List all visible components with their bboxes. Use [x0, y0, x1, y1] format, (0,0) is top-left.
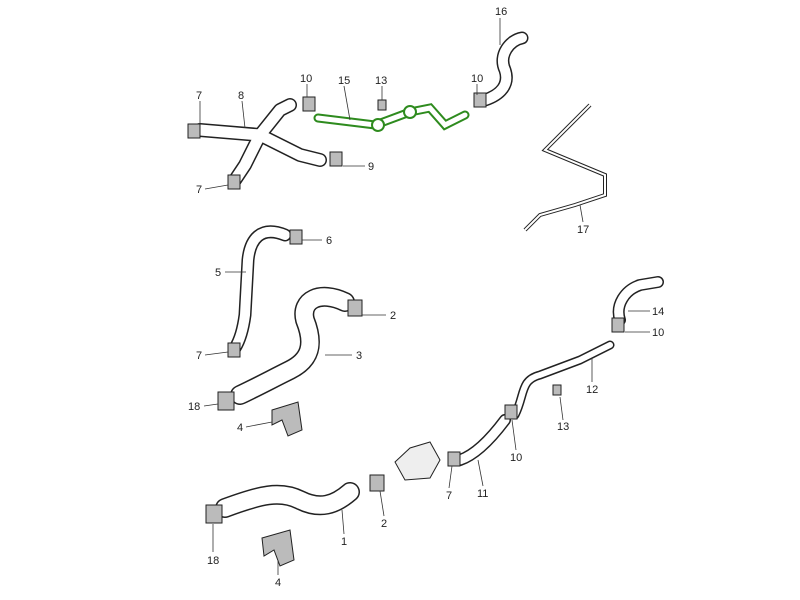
callout-10: 10 [300, 73, 312, 85]
part-15-pipe-highlighted[interactable] [313, 103, 470, 132]
callout-4: 4 [237, 422, 243, 434]
part-3-hose[interactable] [230, 286, 355, 405]
thermostat-housing[interactable] [394, 441, 441, 481]
callout-3: 3 [356, 350, 362, 362]
callout-15: 15 [338, 75, 350, 87]
callout-7: 7 [196, 90, 202, 102]
part-1-hose[interactable] [215, 482, 360, 518]
callout-13: 13 [557, 421, 569, 433]
callout-7: 7 [446, 490, 452, 502]
callout-18: 18 [207, 555, 219, 567]
part-17-pipe[interactable] [523, 103, 607, 232]
callout-14: 14 [652, 306, 664, 318]
callout-7: 7 [196, 184, 202, 196]
callout-12: 12 [586, 384, 598, 396]
callout-labels: 16 15 13 10 10 7 8 9 7 17 6 5 2 3 7 14 1… [188, 6, 664, 589]
callout-8: 8 [238, 90, 244, 102]
callout-2: 2 [390, 310, 396, 322]
callout-6: 6 [326, 235, 332, 247]
hose-clamps [187, 92, 625, 567]
leader-lines [199, 18, 650, 575]
part-8-y-hose[interactable] [193, 98, 327, 187]
callout-13: 13 [375, 75, 387, 87]
callout-18: 18 [188, 401, 200, 413]
callout-10: 10 [471, 73, 483, 85]
callout-10: 10 [510, 452, 522, 464]
callout-16: 16 [495, 6, 507, 18]
callout-7: 7 [196, 350, 202, 362]
callout-1: 1 [341, 536, 347, 548]
part-14-hose[interactable] [612, 276, 664, 326]
callout-17: 17 [577, 224, 589, 236]
part-16-hose[interactable] [478, 31, 529, 107]
part-11-hose[interactable] [454, 340, 615, 466]
part-5-hose[interactable] [228, 225, 292, 355]
callout-5: 5 [215, 267, 221, 279]
callout-9: 9 [368, 161, 374, 173]
callout-4: 4 [275, 577, 281, 589]
callout-2: 2 [381, 518, 387, 530]
callout-11: 11 [477, 488, 488, 500]
callout-10: 10 [652, 327, 664, 339]
